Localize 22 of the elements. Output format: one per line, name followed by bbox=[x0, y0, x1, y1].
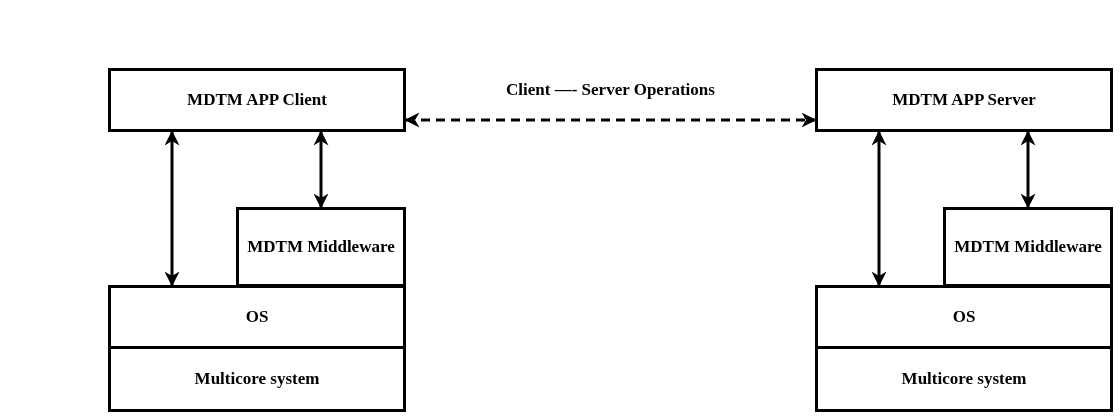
dashed-arrow bbox=[404, 112, 817, 128]
layer-box bbox=[943, 207, 1113, 287]
layer-box bbox=[108, 285, 406, 349]
layer-box bbox=[108, 346, 406, 412]
box-label: Multicore system bbox=[901, 368, 1027, 391]
box-label: MDTM APP Client bbox=[187, 89, 327, 112]
box-label: Multicore system bbox=[194, 368, 320, 391]
box-label: MDTM APP Server bbox=[892, 89, 1036, 112]
edge-label: Client —- Server Operations bbox=[506, 80, 715, 100]
arrow bbox=[164, 130, 180, 287]
box-label: MDTM Middleware bbox=[954, 236, 1102, 259]
layer-box bbox=[108, 68, 406, 132]
box-label: MDTM Middleware bbox=[247, 236, 395, 259]
layer-box bbox=[815, 346, 1113, 412]
layer-box bbox=[236, 207, 406, 287]
box-label: OS bbox=[952, 306, 976, 329]
arrow bbox=[871, 130, 887, 287]
layer-box bbox=[815, 68, 1113, 132]
layer-box bbox=[815, 285, 1113, 349]
arrow bbox=[313, 130, 329, 209]
arrow bbox=[1020, 130, 1036, 209]
box-label: OS bbox=[245, 306, 269, 329]
